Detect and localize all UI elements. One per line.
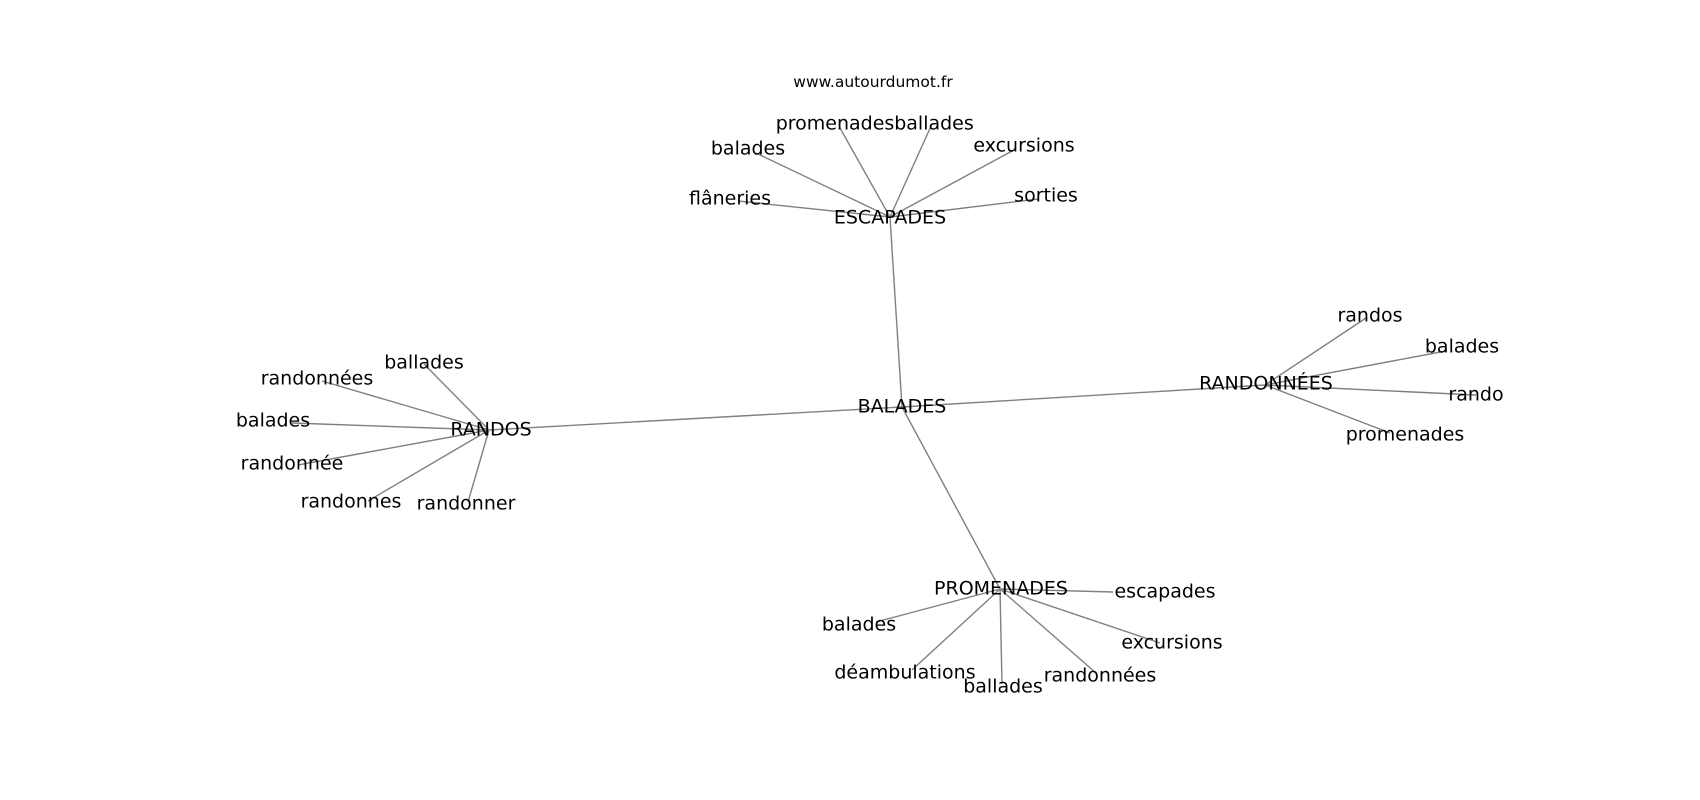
- center-hub-edge: [901, 384, 1266, 408]
- hub-leaf-edge: [999, 588, 1097, 674]
- hub-node-label: RANDOS: [450, 419, 531, 441]
- center-hub-edge: [901, 406, 1001, 590]
- graph-edges: [291, 123, 1477, 685]
- leaf-node-label: randos: [1337, 305, 1402, 327]
- hub-leaf-edge: [1264, 350, 1447, 386]
- hub-leaf-edge: [423, 363, 490, 431]
- hub-leaf-edge: [999, 588, 1003, 685]
- center-hub-edge: [488, 406, 903, 431]
- hub-leaf-edge: [839, 127, 891, 218]
- hub-leaf-edge: [737, 200, 891, 218]
- leaf-node-label: ballades: [384, 352, 464, 374]
- leaf-node-label: balades: [236, 410, 310, 432]
- leaf-node-label: ballades: [963, 676, 1043, 698]
- leaf-node-label: promenades: [1346, 424, 1465, 446]
- leaf-node-label: randonnées: [261, 368, 374, 390]
- source-url: www.autourdumot.fr: [793, 73, 953, 91]
- hub-node-label: RANDONNÉES: [1199, 372, 1333, 395]
- leaf-node-label: rando: [1448, 384, 1503, 406]
- leaf-node-label: randonner: [417, 493, 516, 515]
- center-hub-edge: [889, 216, 903, 408]
- hub-leaf-edge: [321, 380, 490, 431]
- center-node-label: BALADES: [858, 396, 947, 418]
- hub-leaf-edge: [467, 429, 490, 503]
- leaf-node-label: déambulations: [834, 662, 975, 684]
- leaf-node-label: randonnes: [301, 491, 402, 513]
- hub-leaf-edge: [1264, 384, 1477, 396]
- hub-leaf-edge: [291, 422, 490, 431]
- hub-leaf-edge: [367, 429, 490, 502]
- leaf-node-label: excursions: [1121, 632, 1222, 654]
- leaf-node-label: promenades: [776, 113, 895, 135]
- hub-leaf-edge: [297, 429, 490, 466]
- leaf-node-label: excursions: [973, 135, 1074, 157]
- hub-node-label: ESCAPADES: [834, 207, 946, 229]
- leaf-node-label: escapades: [1114, 581, 1215, 603]
- leaf-node-label: sorties: [1014, 185, 1078, 207]
- hub-leaf-edge: [889, 123, 933, 218]
- leaf-node-label: balades: [711, 138, 785, 160]
- hub-node-label: PROMENADES: [934, 578, 1068, 600]
- hub-leaf-edge: [1264, 384, 1391, 434]
- hub-leaf-edge: [889, 198, 1039, 218]
- leaf-node-label: balades: [1425, 336, 1499, 358]
- hub-leaf-edge: [999, 588, 1161, 644]
- leaf-node-label: flâneries: [689, 188, 771, 210]
- leaf-node-label: ballades: [894, 113, 974, 135]
- hub-leaf-edge: [889, 149, 1015, 218]
- hub-leaf-edge: [911, 588, 1001, 671]
- hub-leaf-edge: [755, 152, 891, 218]
- leaf-node-label: balades: [822, 614, 896, 636]
- leaf-node-label: randonnée: [241, 453, 344, 475]
- hub-leaf-edge: [999, 588, 1114, 593]
- hub-leaf-edge: [1264, 317, 1367, 386]
- leaf-node-label: randonnées: [1044, 665, 1157, 687]
- hub-leaf-edge: [875, 588, 1001, 623]
